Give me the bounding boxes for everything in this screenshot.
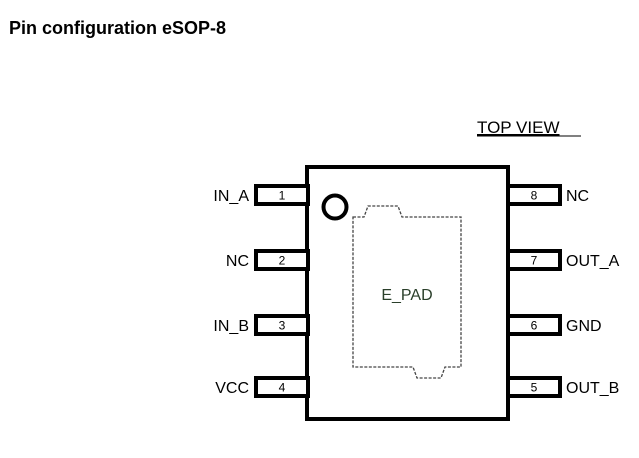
pin-number: 7 <box>531 254 538 268</box>
top-view-label: TOP VIEW <box>477 118 560 137</box>
pin-2: 2 NC <box>226 249 310 271</box>
pin-lead <box>506 249 562 271</box>
pin-name: GND <box>566 318 602 335</box>
pin-lead <box>506 376 562 398</box>
pin-3: 3 IN_B <box>213 314 310 336</box>
pin-number: 5 <box>531 381 538 395</box>
pin-lead <box>254 249 310 271</box>
pin-name: IN_B <box>213 318 249 335</box>
pin-name: IN_A <box>213 188 249 205</box>
exposed-pad-label: E_PAD <box>381 287 432 304</box>
pin-number: 6 <box>531 319 538 333</box>
pin-name: NC <box>226 253 249 270</box>
chip-body <box>305 165 510 421</box>
pin-name: VCC <box>215 380 249 397</box>
pin1-marker-icon <box>321 193 349 221</box>
pin-name: NC <box>566 188 589 205</box>
pin-lead <box>506 314 562 336</box>
pin-lead <box>254 184 310 206</box>
pin-lead <box>254 314 310 336</box>
pin-number: 2 <box>279 254 286 268</box>
pin-7: 7 OUT_A <box>506 249 620 271</box>
pin-number: 3 <box>279 319 286 333</box>
pin-number: 1 <box>279 189 286 203</box>
pin-name: OUT_A <box>566 253 620 270</box>
pin-lead <box>506 184 562 206</box>
pin-8: 8 NC <box>506 184 589 206</box>
pin-number: 8 <box>531 189 538 203</box>
pin-5: 5 OUT_B <box>506 376 619 398</box>
exposed-pad <box>352 205 462 379</box>
pin-number: 4 <box>279 381 286 395</box>
pin-4: 4 VCC <box>215 376 310 398</box>
pin-1: 1 IN_A <box>213 184 310 206</box>
pin-6: 6 GND <box>506 314 602 336</box>
page-title: Pin configuration eSOP-8 <box>9 18 227 38</box>
pin-name: OUT_B <box>566 380 619 397</box>
pin-lead <box>254 376 310 398</box>
